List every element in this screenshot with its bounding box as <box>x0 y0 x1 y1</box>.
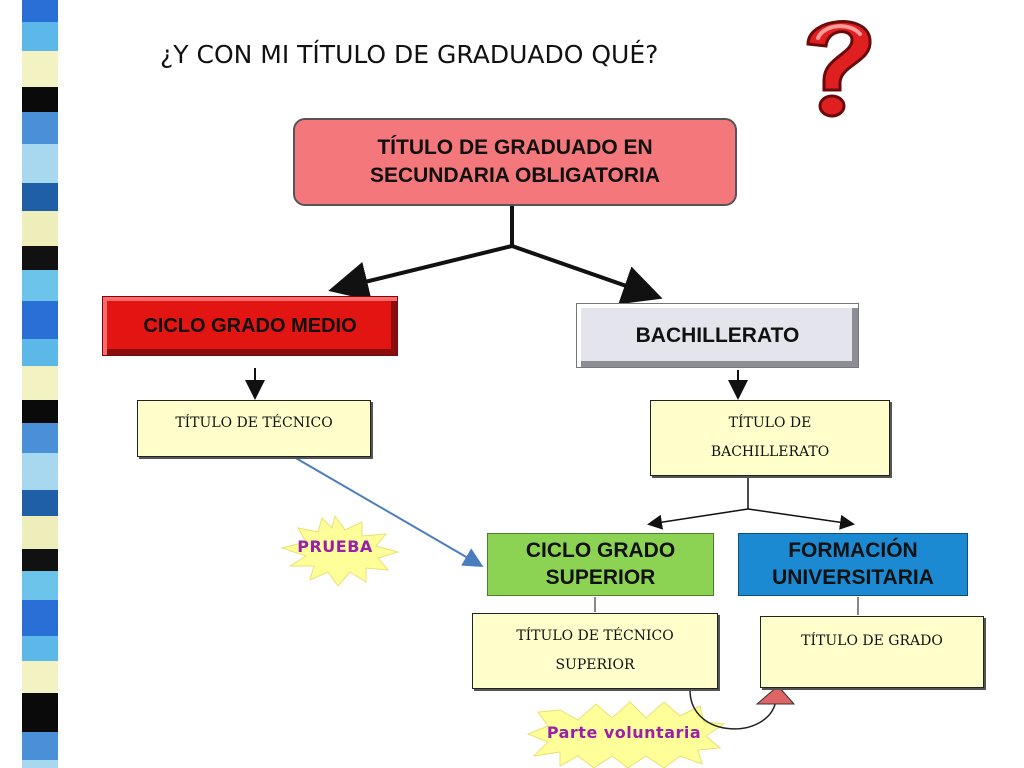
note-tsup-line2: SUPERIOR <box>555 657 635 673</box>
stripe-cell <box>22 183 58 211</box>
note-titulo-tecnico-superior: TÍTULO DE TÉCNICO SUPERIOR <box>472 613 718 689</box>
stripe-cell <box>22 600 58 636</box>
stripe-cell <box>22 211 58 246</box>
stripe-cell <box>22 549 58 571</box>
note-bach-line1: TÍTULO DE <box>728 414 812 431</box>
note-tsup-line1: TÍTULO DE TÉCNICO <box>516 627 674 644</box>
stripe-cell <box>22 453 58 490</box>
decorative-left-stripe <box>22 0 58 768</box>
stripe-cell <box>22 571 58 600</box>
stripe-cell <box>22 144 58 183</box>
curved-arrow-head <box>755 685 796 705</box>
stripe-cell <box>22 301 58 339</box>
node-ciclo-grado-medio: CICLO GRADO MEDIO <box>102 296 398 356</box>
node-formacion-universitaria: FORMACIÓN UNIVERSITARIA <box>738 533 968 596</box>
node-bachillerato: BACHILLERATO <box>576 303 859 368</box>
node-titulo-graduado-eso: TÍTULO DE GRADUADO EN SECUNDARIA OBLIGAT… <box>293 118 737 206</box>
prueba-burst-shape <box>280 514 400 587</box>
stripe-cell <box>22 51 58 87</box>
node-root-line1: TÍTULO DE GRADUADO EN <box>377 135 653 159</box>
stripe-cell <box>22 366 58 400</box>
stripe-cell <box>22 693 58 732</box>
stripe-cell <box>22 339 58 366</box>
note-titulo-grado: TÍTULO DE GRADO <box>760 616 984 688</box>
curved-arrow <box>689 689 777 730</box>
stripe-cell <box>22 490 58 516</box>
prueba-arrow <box>293 456 484 568</box>
stripe-cell <box>22 636 58 661</box>
note-titulo-tecnico: TÍTULO DE TÉCNICO <box>137 400 371 457</box>
arrow-to-ciclo-grado-medio <box>328 244 513 301</box>
question-mark-icon <box>806 20 872 118</box>
stripe-cell <box>22 516 58 549</box>
stripe-cell <box>22 87 58 112</box>
node-ciclo-grado-superior: CICLO GRADO SUPERIOR <box>487 533 714 596</box>
slide-title: ¿Y CON MI TÍTULO DE GRADUADO QUÉ? <box>160 40 659 69</box>
stripe-cell <box>22 0 58 22</box>
node-fu-line1: FORMACIÓN <box>788 539 918 563</box>
parte-voluntaria-burst-shape <box>526 701 726 768</box>
stripe-cell <box>22 661 58 693</box>
stripe-cell <box>22 270 58 301</box>
callout-prueba: PRUEBA <box>297 537 373 556</box>
node-cgs-line1: CICLO GRADO <box>525 539 676 563</box>
arrow-to-ciclo-grado-superior <box>647 508 749 530</box>
stripe-cell <box>22 400 58 423</box>
callout-parte-voluntaria: Parte voluntaria <box>546 723 702 742</box>
stripe-cell <box>22 760 58 768</box>
stripe-cell <box>22 246 58 270</box>
arrow-to-formacion-universitaria <box>747 508 855 530</box>
node-root-line2: SECUNDARIA OBLIGATORIA <box>369 164 661 187</box>
note-bach-line2: BACHILLERATO <box>710 444 830 460</box>
stripe-cell <box>22 22 58 51</box>
arrow-to-bachillerato <box>511 244 663 305</box>
stripe-cell <box>22 423 58 453</box>
node-fu-line2: UNIVERSITARIA <box>772 565 934 589</box>
node-cgs-line2: SUPERIOR <box>545 565 656 589</box>
stripe-cell <box>22 732 58 760</box>
stripe-cell <box>22 112 58 144</box>
note-titulo-bachillerato: TÍTULO DE BACHILLERATO <box>650 400 890 476</box>
